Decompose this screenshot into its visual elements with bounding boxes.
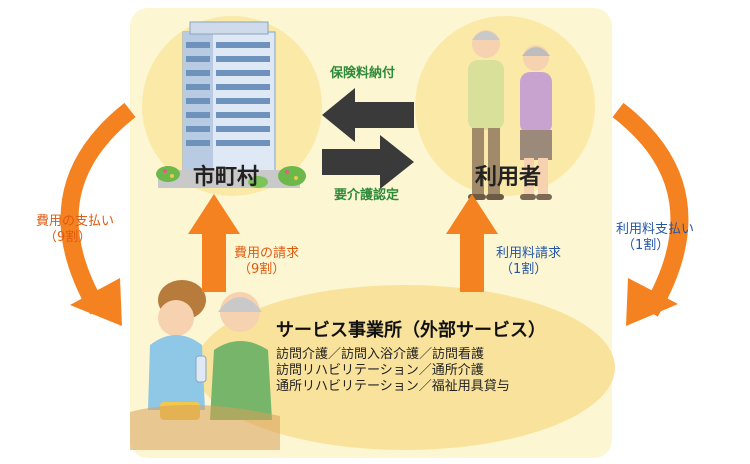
care-certification-label: 要介護認定 — [334, 188, 400, 203]
service-provider-title: サービス事業所（外部サービス） — [276, 320, 546, 341]
cost-claim-ratio: （9割） — [238, 262, 286, 278]
elderly-couple-icon — [468, 30, 552, 200]
usage-payment-ratio: （1割） — [622, 238, 670, 254]
office-building-icon — [156, 21, 306, 188]
cost-payment-arrow — [60, 102, 136, 326]
insurance-payment-arrow — [322, 88, 414, 142]
cost-claim-text: 費用の請求 — [234, 246, 300, 261]
usage-payment-arrow — [612, 102, 689, 326]
usage-payment-label: 利用料支払い （1割） — [616, 222, 694, 255]
caregiver-icon — [130, 280, 280, 450]
cost-payment-text: 費用の支払い — [36, 214, 115, 229]
cost-payment-ratio: （9割） — [44, 230, 92, 246]
cost-claim-arrow — [188, 194, 240, 292]
service-line: 通所リハビリテーション／福祉用具貸与 — [276, 379, 510, 394]
care-certification-arrow — [322, 135, 414, 189]
service-line: 訪問介護／訪問入浴介護／訪問看護 — [276, 346, 485, 362]
cost-claim-label: 費用の請求 （9割） — [234, 246, 299, 279]
service-line: 訪問リハビリテーション／通所介護 — [276, 362, 484, 378]
usage-claim-ratio: （1割） — [500, 262, 548, 278]
municipality-label: 市町村 — [193, 165, 260, 190]
usage-claim-label: 利用料請求 （1割） — [496, 246, 561, 279]
usage-claim-arrow — [446, 194, 498, 292]
usage-payment-text: 利用料支払い — [616, 222, 695, 237]
cost-payment-label: 費用の支払い （9割） — [36, 214, 114, 247]
service-provider-box: サービス事業所（外部サービス） 訪問介護／訪問入浴介護／訪問看護 訪問リハビリテ… — [276, 320, 546, 395]
usage-claim-text: 利用料請求 — [496, 246, 562, 261]
user-circle — [415, 16, 595, 196]
insurance-payment-label: 保険料納付 — [330, 66, 396, 81]
user-label: 利用者 — [475, 165, 542, 190]
